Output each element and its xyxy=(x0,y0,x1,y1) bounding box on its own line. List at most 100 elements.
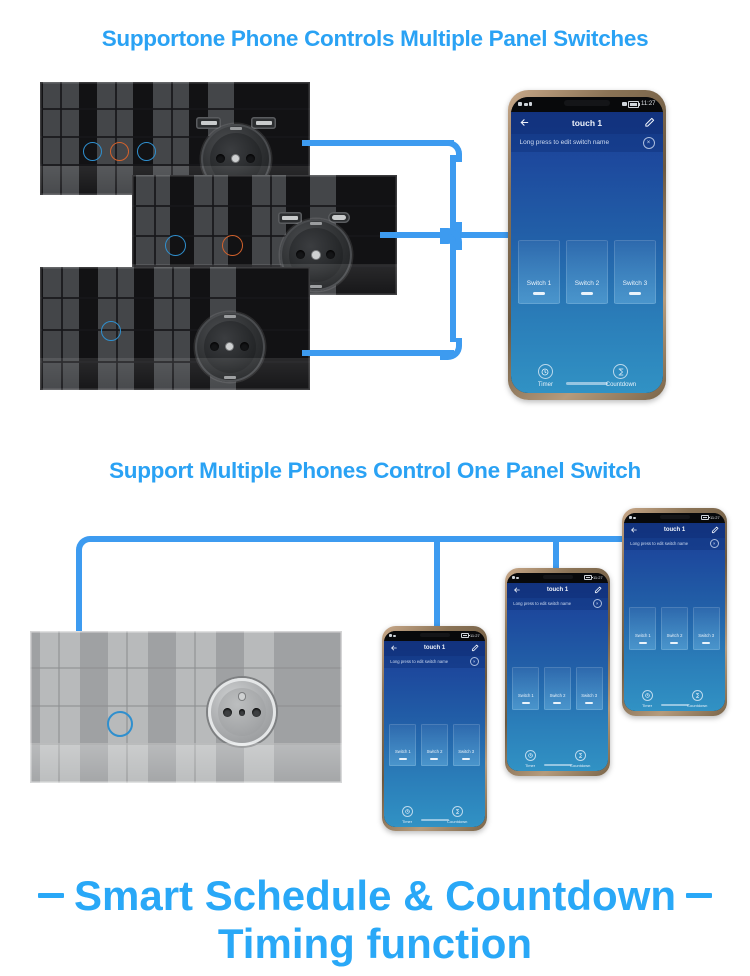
timer-button[interactable]: Timer xyxy=(538,364,553,388)
socket-pin-hole-left xyxy=(216,154,226,164)
switch-toggle-indicator[interactable] xyxy=(638,641,647,644)
switch-card[interactable]: Switch 2 xyxy=(660,606,689,650)
switch-card[interactable]: Switch 3 xyxy=(692,606,720,650)
switch-card[interactable]: Switch 3 xyxy=(614,239,656,304)
switch-card[interactable]: Switch 2 xyxy=(420,723,449,766)
back-arrow-icon[interactable] xyxy=(630,526,638,534)
app-spacer-bottom xyxy=(507,710,607,748)
usb-slot xyxy=(255,120,272,126)
switch-card[interactable]: Switch 1 xyxy=(629,606,657,650)
edit-hint-text: Long press to edit switch name xyxy=(390,659,449,664)
status-left-icons xyxy=(518,102,533,107)
status-bar: 11:27 xyxy=(511,96,663,112)
switch-toggle-indicator[interactable] xyxy=(670,641,679,644)
reflection-mullion xyxy=(30,705,342,707)
timer-button[interactable]: Timer xyxy=(524,750,536,768)
app-title: touch 1 xyxy=(423,645,446,651)
switch-card[interactable]: Switch 2 xyxy=(566,239,608,304)
app-spacer-bottom xyxy=(624,650,724,688)
switch-toggle-indicator[interactable] xyxy=(533,292,546,295)
back-arrow-icon[interactable] xyxy=(513,586,521,594)
touch-ring-3[interactable] xyxy=(137,142,156,161)
touch-ring-1[interactable] xyxy=(107,711,133,737)
reflection-mullion xyxy=(30,743,342,745)
reflection-mullion xyxy=(194,631,196,783)
app-spacer-bottom xyxy=(384,766,484,803)
pencil-icon[interactable] xyxy=(644,117,655,128)
home-indicator xyxy=(660,703,689,706)
touch-ring-2[interactable] xyxy=(222,235,243,256)
clock-icon xyxy=(537,364,553,380)
switch-card[interactable]: Switch 2 xyxy=(543,666,572,710)
reflection-mullion xyxy=(132,205,397,207)
timer-button[interactable]: Timer xyxy=(401,805,413,824)
countdown-button[interactable]: Countdown xyxy=(606,364,636,388)
status-right-icons: 11:27 xyxy=(460,632,480,639)
back-arrow-icon[interactable] xyxy=(390,644,398,652)
usb-c-port xyxy=(328,212,350,223)
reflection-mullion xyxy=(132,235,397,237)
switch-toggle-indicator[interactable] xyxy=(462,757,471,760)
socket-pin-hole-right xyxy=(245,154,255,164)
usb-a-port-right xyxy=(251,117,276,129)
countdown-button[interactable]: Countdown xyxy=(570,750,590,768)
connector-line-bottom-vertical xyxy=(450,238,456,342)
usb-slot xyxy=(200,120,217,126)
reflection-mullion xyxy=(30,667,342,669)
countdown-label: Countdown xyxy=(605,382,637,389)
countdown-label: Countdown xyxy=(687,703,708,709)
phone-screen: 11:27 touch 1 Long press to edit xyxy=(384,630,485,827)
page-title-middle: Support Multiple Phones Control One Pane… xyxy=(109,458,641,483)
connector-line-to-panel xyxy=(76,552,82,638)
timer-button[interactable]: Timer xyxy=(641,690,653,708)
switch-card[interactable]: Switch 3 xyxy=(575,666,603,710)
switch-card[interactable]: Switch 3 xyxy=(452,723,480,766)
switch-card-label: Switch 2 xyxy=(549,693,566,699)
switch-toggle-indicator[interactable] xyxy=(398,757,407,760)
countdown-button[interactable]: Countdown xyxy=(447,805,467,824)
phone-screen: 11:27 touch 1 Long press to edit xyxy=(624,512,725,712)
touch-ring-1[interactable] xyxy=(101,321,121,341)
status-bar: 11:27 xyxy=(624,512,725,523)
switch-toggle-indicator[interactable] xyxy=(585,701,594,704)
phone-app-preview-main: 11:27 touch 1 Long press to edit xyxy=(508,90,666,400)
connector-drop-phone-2 xyxy=(553,540,559,572)
connector-drop-phone-1 xyxy=(434,540,440,630)
pencil-icon[interactable] xyxy=(711,526,719,534)
switch-toggle-indicator[interactable] xyxy=(553,701,562,704)
signal-icon xyxy=(389,634,393,637)
status-left-icons xyxy=(512,576,520,580)
close-circle-icon[interactable]: × xyxy=(642,136,655,149)
switch-toggle-indicator[interactable] xyxy=(580,292,593,295)
switch-toggle-indicator[interactable] xyxy=(702,641,711,644)
reflection-mullion xyxy=(40,297,310,299)
phone-bezel: 11:27 touch 1 Long press to edit xyxy=(507,572,608,772)
pencil-icon[interactable] xyxy=(594,586,602,594)
touch-ring-2[interactable] xyxy=(110,142,129,161)
close-circle-icon[interactable]: × xyxy=(469,657,479,666)
touch-ring-1[interactable] xyxy=(165,235,186,256)
app-body: touch 1 Long press to edit switch name ×… xyxy=(384,640,485,827)
home-indicator xyxy=(543,763,572,766)
switch-toggle-indicator[interactable] xyxy=(430,757,439,760)
clock-icon xyxy=(641,690,653,702)
countdown-button[interactable]: Countdown xyxy=(687,690,707,708)
socket-pin-hole-right xyxy=(251,707,262,718)
schuko-socket xyxy=(280,219,352,291)
switch-card[interactable]: Switch 1 xyxy=(389,723,417,766)
touch-ring-1[interactable] xyxy=(83,142,102,161)
battery-icon xyxy=(583,574,593,581)
panel-switch-grey-french xyxy=(30,631,342,783)
switch-card-row: Switch 1 Switch 2 Switch 3 xyxy=(384,723,484,766)
switch-card[interactable]: Switch 1 xyxy=(512,666,540,710)
phone-app-preview-3: 11:27 touch 1 Long press to edit xyxy=(622,508,727,716)
switch-card-row: Switch 1 Switch 2 Switch 3 xyxy=(624,606,724,650)
app-title: touch 1 xyxy=(571,117,603,128)
switch-card[interactable]: Switch 1 xyxy=(518,239,560,304)
switch-toggle-indicator[interactable] xyxy=(521,701,530,704)
back-arrow-icon[interactable] xyxy=(519,117,530,128)
close-circle-icon[interactable]: × xyxy=(592,599,602,609)
switch-toggle-indicator[interactable] xyxy=(628,292,641,295)
close-circle-icon[interactable]: × xyxy=(709,539,719,549)
pencil-icon[interactable] xyxy=(471,644,479,652)
